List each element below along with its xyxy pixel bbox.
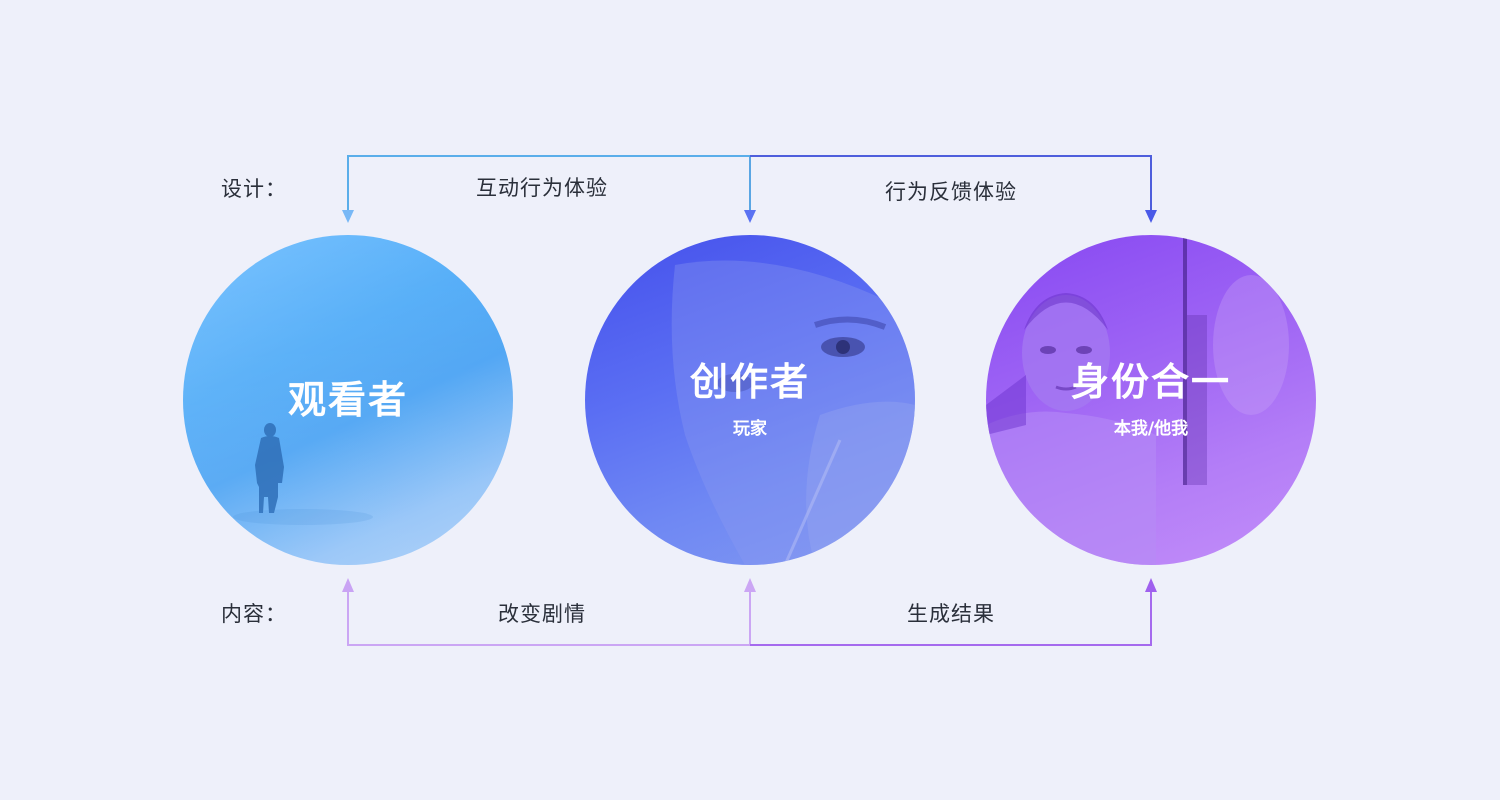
arrow-down-icon	[342, 210, 354, 223]
edge-label-generate-result: 生成结果	[907, 602, 995, 626]
face-image	[671, 260, 915, 565]
top-connector	[342, 155, 1157, 223]
arrow-up-icon	[342, 578, 354, 592]
node-subtitle: 本我/他我	[1113, 418, 1189, 439]
edge-label-change-plot: 改变剧情	[498, 602, 586, 626]
bottom-connector	[342, 578, 1157, 646]
edge-label-feedback-experience: 行为反馈体验	[885, 180, 1017, 204]
node-title: 创作者	[689, 359, 810, 404]
mirror-image	[986, 235, 1289, 565]
node-title: 身份合一	[1070, 359, 1231, 404]
arrow-up-icon	[1145, 578, 1157, 592]
edge-label-interaction-experience: 互动行为体验	[476, 176, 608, 200]
arrow-up-icon	[744, 578, 756, 592]
row-label-content: 内容：	[221, 602, 287, 626]
row-label-design: 设计：	[221, 177, 287, 201]
node-subtitle: 玩家	[733, 418, 767, 439]
node-title: 观看者	[287, 378, 408, 422]
node-creator: 创作者 玩家	[585, 235, 915, 565]
node-identity: 身份合一 本我/他我	[986, 235, 1316, 565]
silhouette-image	[183, 235, 513, 565]
arrow-down-icon	[744, 210, 756, 223]
arrow-down-icon	[1145, 210, 1157, 223]
node-viewer: 观看者	[183, 235, 513, 565]
